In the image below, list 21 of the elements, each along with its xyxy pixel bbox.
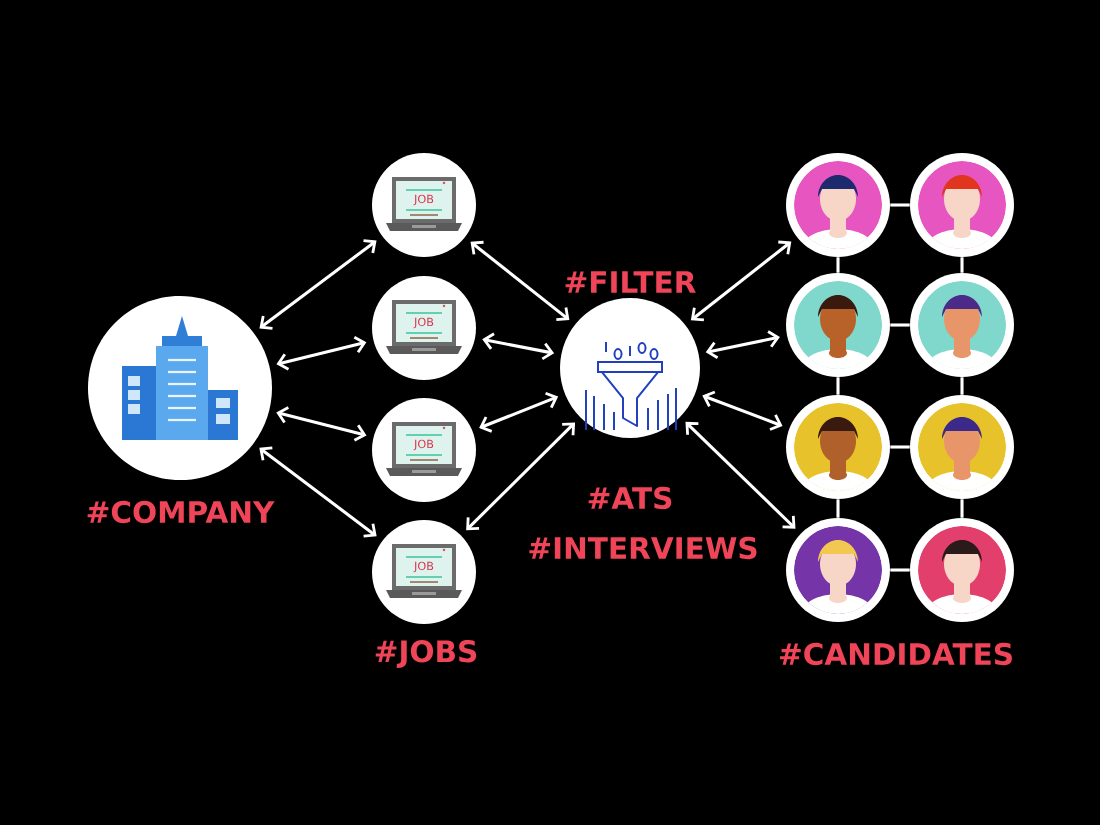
hashtag-label: #CANDIDATES <box>779 642 1012 666</box>
arrow <box>685 421 796 529</box>
hashtag-label: #INTERVIEWS <box>529 536 757 560</box>
arrow <box>470 240 570 321</box>
screen-label: JOB <box>413 561 434 573</box>
screen-label: JOB <box>413 317 434 329</box>
arrow <box>276 335 367 371</box>
arrow <box>259 239 377 330</box>
arrow <box>276 406 367 442</box>
arrow <box>482 332 555 361</box>
hashtag-label: #COMPANY <box>87 500 275 524</box>
hashtag-label: #ATS <box>588 486 672 510</box>
screen-label: JOB <box>413 194 434 206</box>
arrow <box>259 446 377 538</box>
arrow <box>702 390 783 431</box>
arrow <box>466 422 576 531</box>
hashtag-label: #FILTER <box>565 271 696 293</box>
arrow <box>705 330 780 359</box>
screen-label: JOB <box>413 439 434 451</box>
arrow <box>690 240 792 322</box>
arrow <box>479 392 559 433</box>
